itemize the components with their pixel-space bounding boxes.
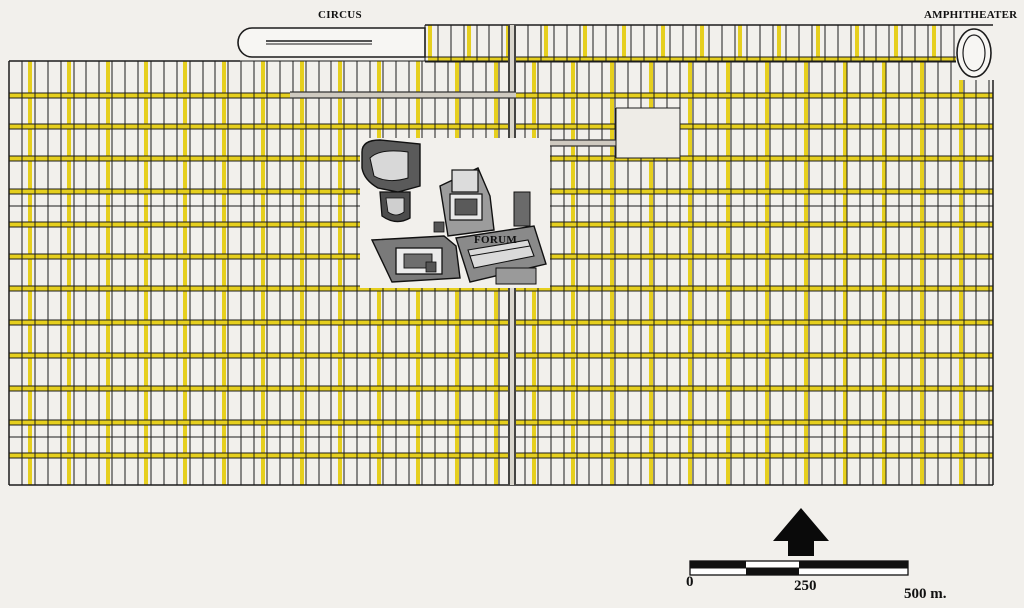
scale-bar bbox=[689, 560, 909, 576]
circus-label: CIRCUS bbox=[318, 9, 362, 21]
street-vertical bbox=[106, 61, 110, 485]
street-horizontal bbox=[9, 124, 993, 129]
street-vertical bbox=[894, 25, 898, 61]
open-area bbox=[616, 108, 680, 158]
street-horizontal bbox=[9, 320, 993, 325]
amphitheater-label: AMPHITHEATER bbox=[924, 9, 1018, 21]
street-vertical bbox=[765, 61, 769, 485]
street-horizontal bbox=[9, 386, 993, 391]
street-horizontal bbox=[9, 453, 993, 458]
forum-label: FORUM bbox=[474, 234, 518, 246]
street-vertical bbox=[855, 25, 859, 61]
street-vertical bbox=[661, 25, 665, 61]
street-vertical bbox=[610, 61, 614, 485]
street-vertical bbox=[544, 25, 548, 61]
street-vertical bbox=[882, 61, 886, 485]
street-vertical bbox=[67, 61, 71, 485]
street-vertical bbox=[843, 61, 847, 485]
forum-complex bbox=[360, 138, 550, 288]
street-vertical bbox=[920, 61, 924, 485]
street-vertical bbox=[28, 61, 32, 485]
street-vertical bbox=[583, 25, 587, 61]
scale-label-mid: 250 bbox=[794, 578, 817, 594]
street-vertical bbox=[183, 61, 187, 485]
street-vertical bbox=[144, 61, 148, 485]
street-vertical bbox=[688, 61, 692, 485]
street-horizontal bbox=[430, 57, 993, 62]
street-vertical bbox=[467, 25, 471, 61]
street-vertical bbox=[338, 61, 342, 485]
street-vertical bbox=[932, 25, 936, 61]
street-vertical bbox=[959, 61, 963, 485]
street-vertical bbox=[738, 25, 742, 61]
street-horizontal bbox=[9, 286, 993, 291]
street-vertical bbox=[622, 25, 626, 61]
street-vertical bbox=[700, 25, 704, 61]
street-vertical bbox=[222, 61, 226, 485]
street-vertical bbox=[649, 61, 653, 485]
street-horizontal bbox=[9, 420, 993, 425]
street-horizontal bbox=[9, 353, 993, 358]
street-vertical bbox=[428, 25, 432, 61]
street-vertical bbox=[777, 25, 781, 61]
scale-label-end: 500 m. bbox=[904, 586, 947, 602]
street-vertical bbox=[300, 61, 304, 485]
street-vertical bbox=[261, 61, 265, 485]
circus-building bbox=[237, 27, 426, 58]
street-vertical bbox=[571, 61, 575, 485]
street-vertical bbox=[816, 25, 820, 61]
decumanus-street bbox=[290, 92, 516, 98]
street-vertical bbox=[726, 61, 730, 485]
amphitheater-building bbox=[956, 26, 994, 80]
street-vertical bbox=[804, 61, 808, 485]
north-arrow-icon bbox=[773, 508, 829, 556]
scale-label-zero: 0 bbox=[686, 574, 694, 590]
